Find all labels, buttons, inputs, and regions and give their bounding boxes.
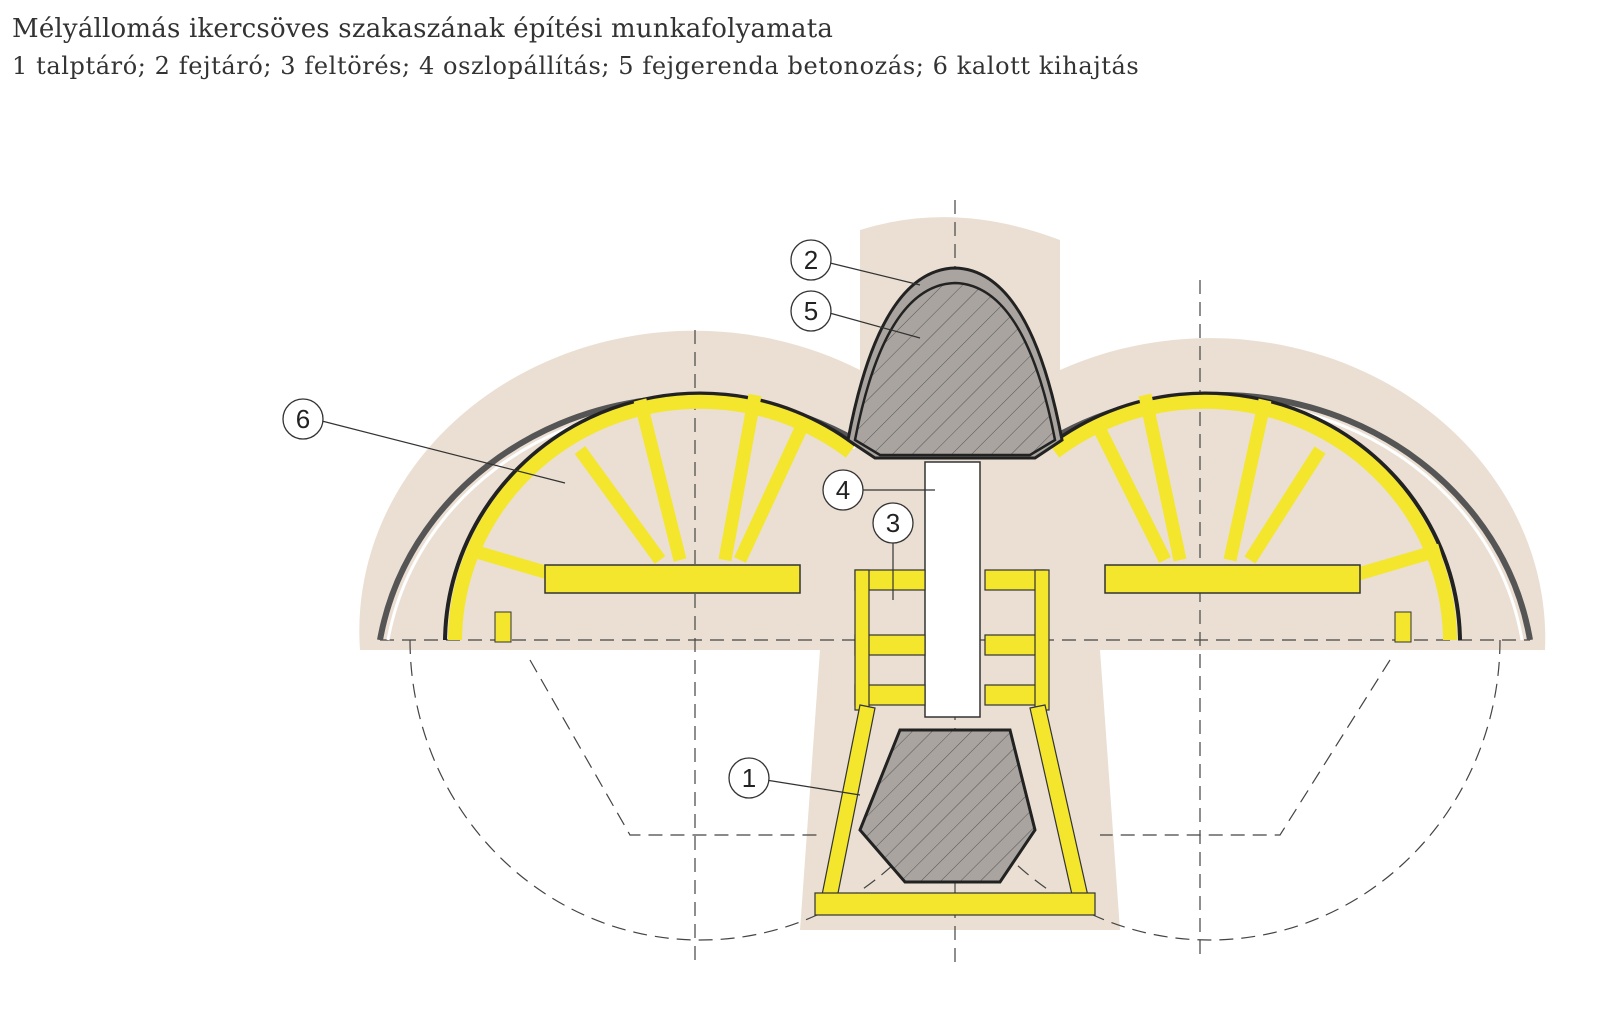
callout-2-number: 2: [804, 245, 818, 275]
callout-3-number: 3: [886, 508, 900, 538]
right-kalott: [1048, 391, 1533, 643]
shaft-supports: [814, 569, 1096, 916]
callout-5-number: 5: [804, 296, 818, 326]
callout-leader-lines: [317, 261, 935, 796]
callout-1-number: 1: [742, 763, 756, 793]
callout-4: 4: [822, 469, 864, 511]
left-kalott: [377, 391, 857, 643]
callout-1: 1: [728, 757, 770, 799]
head-beam-concrete: [846, 266, 1064, 460]
figure-title: Mélyállomás ikercsöves szakaszának építé…: [12, 14, 834, 44]
callout-6: 6: [282, 398, 324, 440]
callout-2: 2: [790, 239, 832, 281]
callout-5: 5: [790, 290, 832, 332]
callout-3: 3: [872, 502, 914, 544]
figure-legend: 1 talptáró; 2 fejtáró; 3 feltörés; 4 osz…: [12, 52, 1140, 80]
callout-4-number: 4: [836, 475, 850, 505]
column: [924, 461, 981, 718]
callout-6-number: 6: [296, 404, 310, 434]
foot-drift-concrete: [858, 728, 1037, 884]
